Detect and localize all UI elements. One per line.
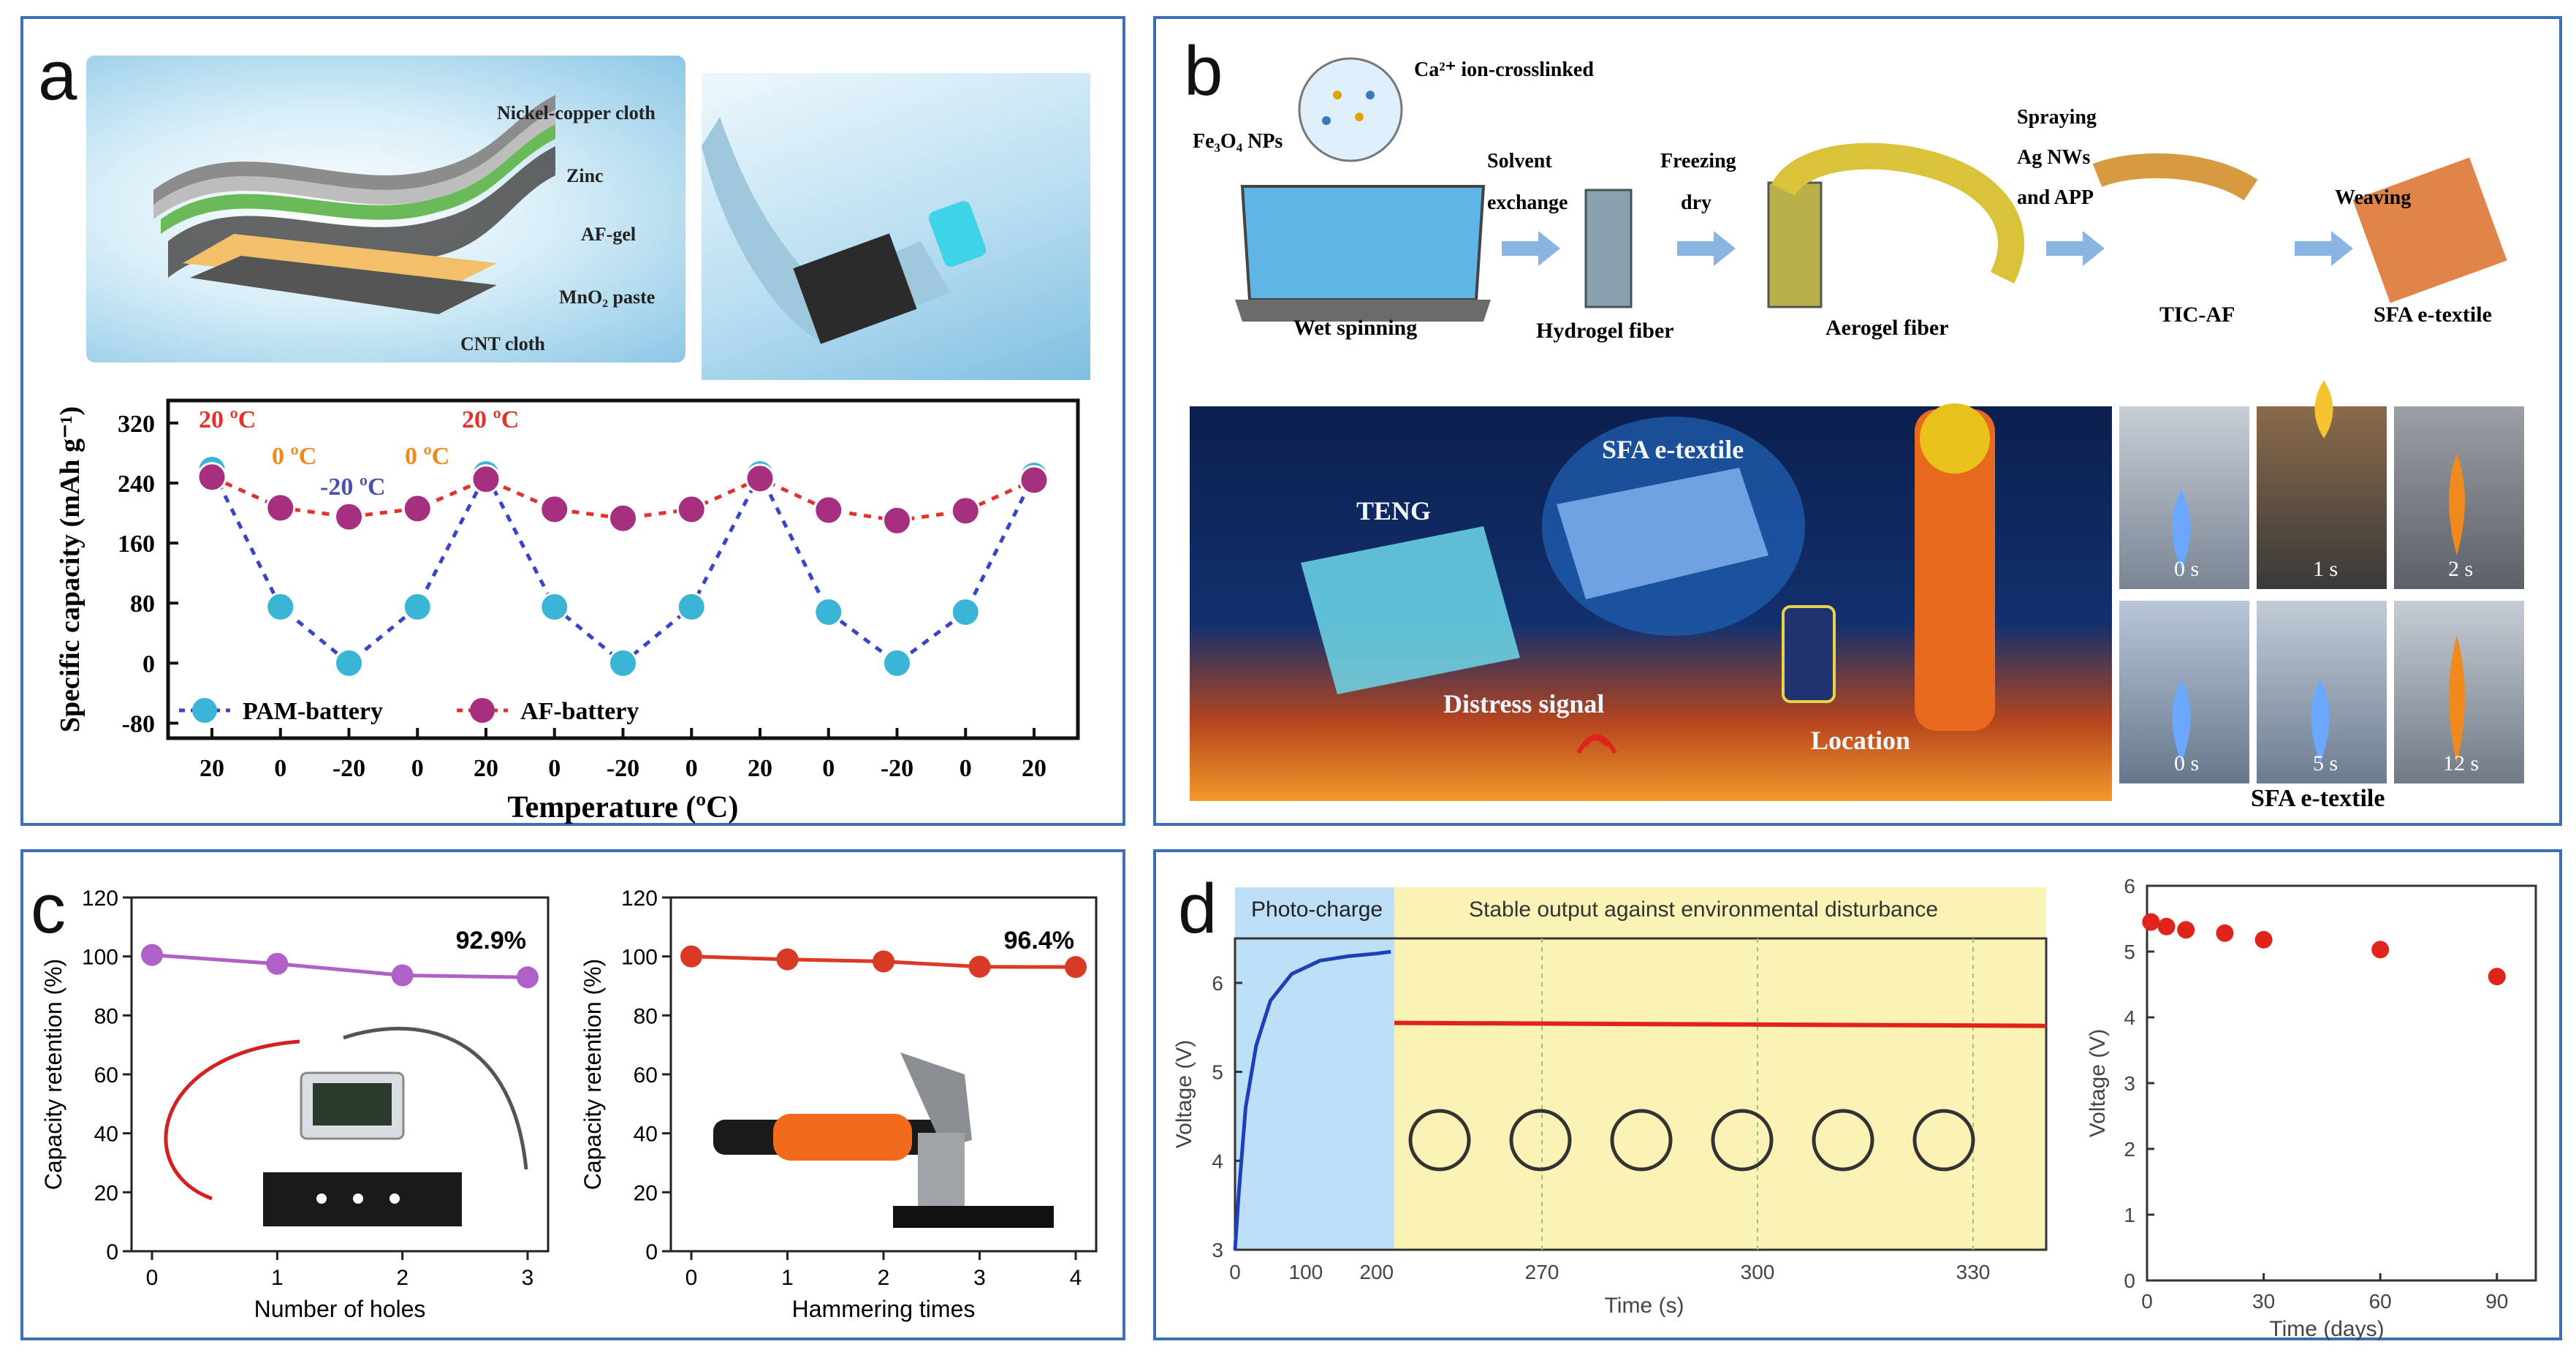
- scene-label: Distress signal: [1443, 689, 1605, 718]
- process-label: Wet spinning: [1293, 316, 1418, 340]
- photo-charge-label: Photo-charge: [1251, 897, 1383, 922]
- process-label: exchange: [1487, 191, 1568, 214]
- scene-label: SFA e-textile: [1602, 435, 1744, 464]
- layer-label: Nickel-copper cloth: [497, 102, 656, 124]
- process-label: Ag NWs: [2017, 146, 2091, 169]
- firefighter-scene: [1190, 406, 2112, 801]
- flame-time-label: 5 s: [2313, 751, 2338, 775]
- annotation-temp: 20 ºC: [199, 406, 257, 433]
- process-label: Spraying: [2017, 106, 2097, 129]
- layer-label: MnO₂ paste: [559, 286, 656, 308]
- process-label: Hydrogel fiber: [1536, 319, 1674, 343]
- digital-display-readout: [313, 1083, 392, 1126]
- flame-time-label: 0 s: [2174, 557, 2200, 581]
- annotation-temp: -20 ºC: [320, 474, 386, 501]
- panel-c-label: c: [31, 870, 66, 948]
- panel-b-label: b: [1184, 32, 1223, 110]
- layer-label: AF-gel: [581, 224, 637, 245]
- flame-caption: SFA e-textile: [2251, 785, 2385, 812]
- panel-d-label: d: [1178, 870, 1217, 948]
- panel-c: [20, 849, 1125, 1340]
- process-label: Ca²⁺ ion-crosslinked: [1414, 58, 1594, 81]
- panel-d: [1153, 849, 2562, 1340]
- process-label: Freezing: [1660, 150, 1736, 172]
- stable-output-label: Stable output against environmental dist…: [1469, 897, 1939, 922]
- flame-time-label: 1 s: [2313, 557, 2338, 581]
- flame-time-label: 0 s: [2174, 751, 2200, 775]
- process-label: and APP: [2017, 186, 2094, 209]
- annotation-temp: 0 ºC: [272, 443, 317, 470]
- annotation-temp: 0 ºC: [405, 443, 450, 470]
- process-label: dry: [1681, 191, 1711, 214]
- scene-label: TENG: [1356, 496, 1432, 525]
- process-label: Aerogel fiber: [1825, 316, 1949, 340]
- process-label: Fe₃O₄ NPs: [1193, 130, 1283, 153]
- chart-a-frame: [38, 395, 1090, 819]
- layer-label: Zinc: [566, 165, 604, 186]
- panel-a-label: a: [38, 37, 77, 115]
- flame-time-label: 12 s: [2443, 751, 2480, 775]
- annotation-temp: 20 ºC: [462, 406, 520, 433]
- flame-time-label: 2 s: [2448, 557, 2474, 581]
- process-label: TIC-AF: [2159, 303, 2235, 327]
- wearable-arm-photo: [702, 73, 1090, 380]
- layer-label: CNT cloth: [460, 333, 545, 354]
- scene-label: Location: [1811, 726, 1911, 755]
- snowflake-background: [86, 56, 685, 363]
- process-label: SFA e-textile: [2374, 303, 2492, 327]
- process-label: Weaving: [2335, 186, 2412, 209]
- process-label: Solvent: [1487, 150, 1552, 172]
